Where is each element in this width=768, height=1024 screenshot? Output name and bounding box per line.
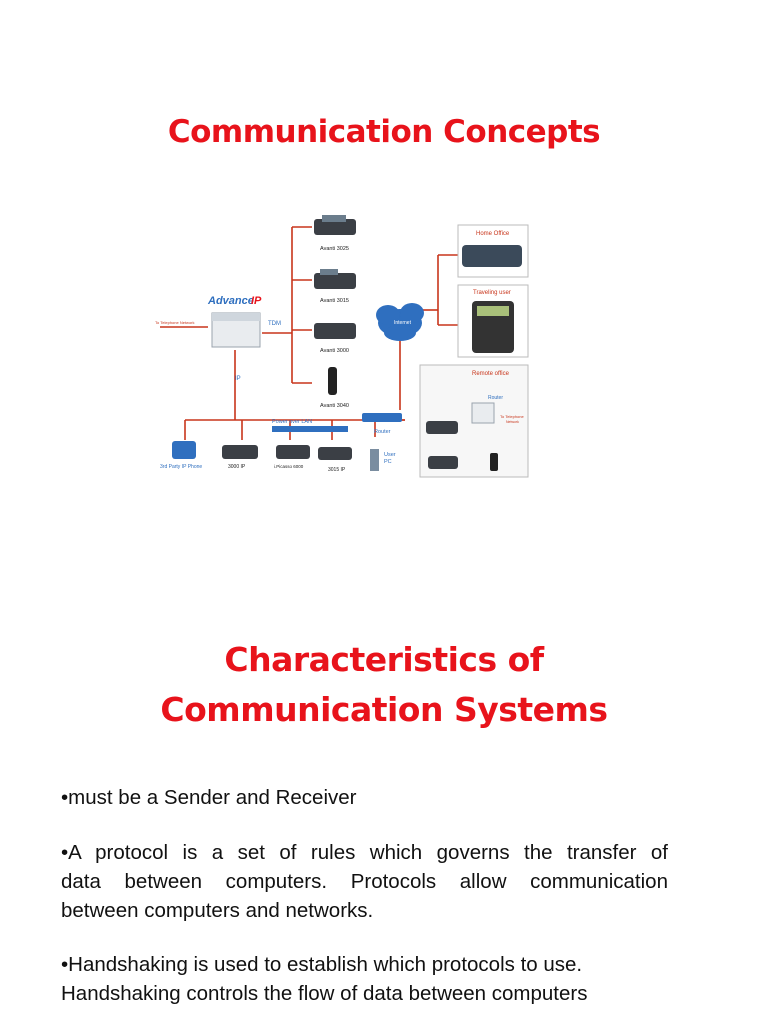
power-over-lan-label: Power over LAN	[272, 419, 312, 425]
power-over-lan-switch-icon	[272, 426, 348, 432]
to-telephone-network-right-1: To Telephone	[500, 414, 525, 419]
slide-title-characteristics-line1: Characteristics of	[224, 640, 544, 679]
to-telephone-network-right-2: Network	[506, 420, 519, 424]
traveling-user-label: Traveling user	[473, 290, 511, 296]
internet-label: Internet	[394, 320, 412, 326]
to-telephone-network-left: To Telephone Network	[155, 320, 195, 325]
bullet-handshaking-line-1: •Handshaking is used to establish which …	[61, 953, 583, 976]
remote-office-server-icon	[471, 402, 495, 424]
bullet-protocol: •A protocol is a set of rules which gove…	[61, 838, 668, 925]
advanceip-server	[211, 312, 261, 348]
router-icon	[362, 413, 402, 422]
phone-label-3040: Avanti 3040	[320, 403, 349, 409]
slide-title-communication-concepts: Communication Concepts	[167, 114, 601, 150]
phone-3000-ip-icon	[222, 445, 258, 459]
ip-label: IP	[235, 376, 241, 382]
remote-office-label: Remote office	[472, 371, 510, 377]
phone-3015-ip-icon	[318, 447, 352, 460]
phone-label-3015: Avanti 3015	[320, 298, 349, 304]
bullet-protocol-line-1: •A protocol is a set of rules which gove…	[61, 841, 668, 864]
user-pc-label-2: PC	[384, 459, 392, 465]
user-pc-label-1: User	[384, 452, 396, 458]
phone-avanti-3000-icon	[314, 323, 356, 339]
bullet-protocol-line-3: between computers and networks.	[61, 899, 374, 922]
home-office-label: Home Office	[476, 231, 510, 237]
remote-office-cordless-icon	[490, 453, 498, 471]
phone-avanti-3040-icon	[328, 367, 337, 395]
bullet-sender-receiver: •must be a Sender and Receiver	[61, 786, 357, 809]
user-pc-icon	[370, 449, 379, 471]
advance-ip-label: IP	[251, 295, 262, 307]
bottom-phone-label-ipicasso: i.Picasso 6000	[274, 464, 304, 469]
third-party-ip-phone-icon	[172, 441, 196, 459]
phone-ipicasso-6000-icon	[276, 445, 310, 459]
bullet-handshaking: •Handshaking is used to establish which …	[61, 950, 668, 1008]
advance-label: Advance	[207, 295, 254, 307]
phone-label-3000: Avanti 3000	[320, 348, 349, 354]
bottom-phone-label-3rd-party: 3rd Party IP Phone	[160, 464, 202, 470]
phone-avanti-3025-icon	[314, 215, 356, 235]
internet-cloud-icon	[376, 303, 424, 341]
traveling-user-phone-icon	[472, 301, 514, 353]
network-diagram: Advance IP To Telephone Network TDM IP A…	[155, 215, 529, 478]
router-label: Router	[374, 429, 391, 435]
phone-label-3025: Avanti 3025	[320, 246, 349, 252]
phone-avanti-3015-icon	[314, 269, 356, 289]
slide-title-characteristics-line2: Communication Systems	[160, 690, 608, 729]
remote-router-label: Router	[488, 395, 503, 401]
bullet-protocol-line-2: data between computers. Protocols allow …	[61, 870, 668, 893]
bottom-phone-label-3015-ip: 3015 IP	[328, 467, 346, 473]
tdm-label: TDM	[268, 321, 281, 327]
remote-office-phone-1-icon	[426, 421, 458, 434]
bullet-handshaking-line-2: Handshaking controls the flow of data be…	[61, 982, 588, 1005]
bottom-phone-label-3000-ip: 3000 IP	[228, 464, 246, 470]
remote-office-phone-2-icon	[428, 456, 458, 469]
home-office-phone-icon	[462, 245, 522, 267]
